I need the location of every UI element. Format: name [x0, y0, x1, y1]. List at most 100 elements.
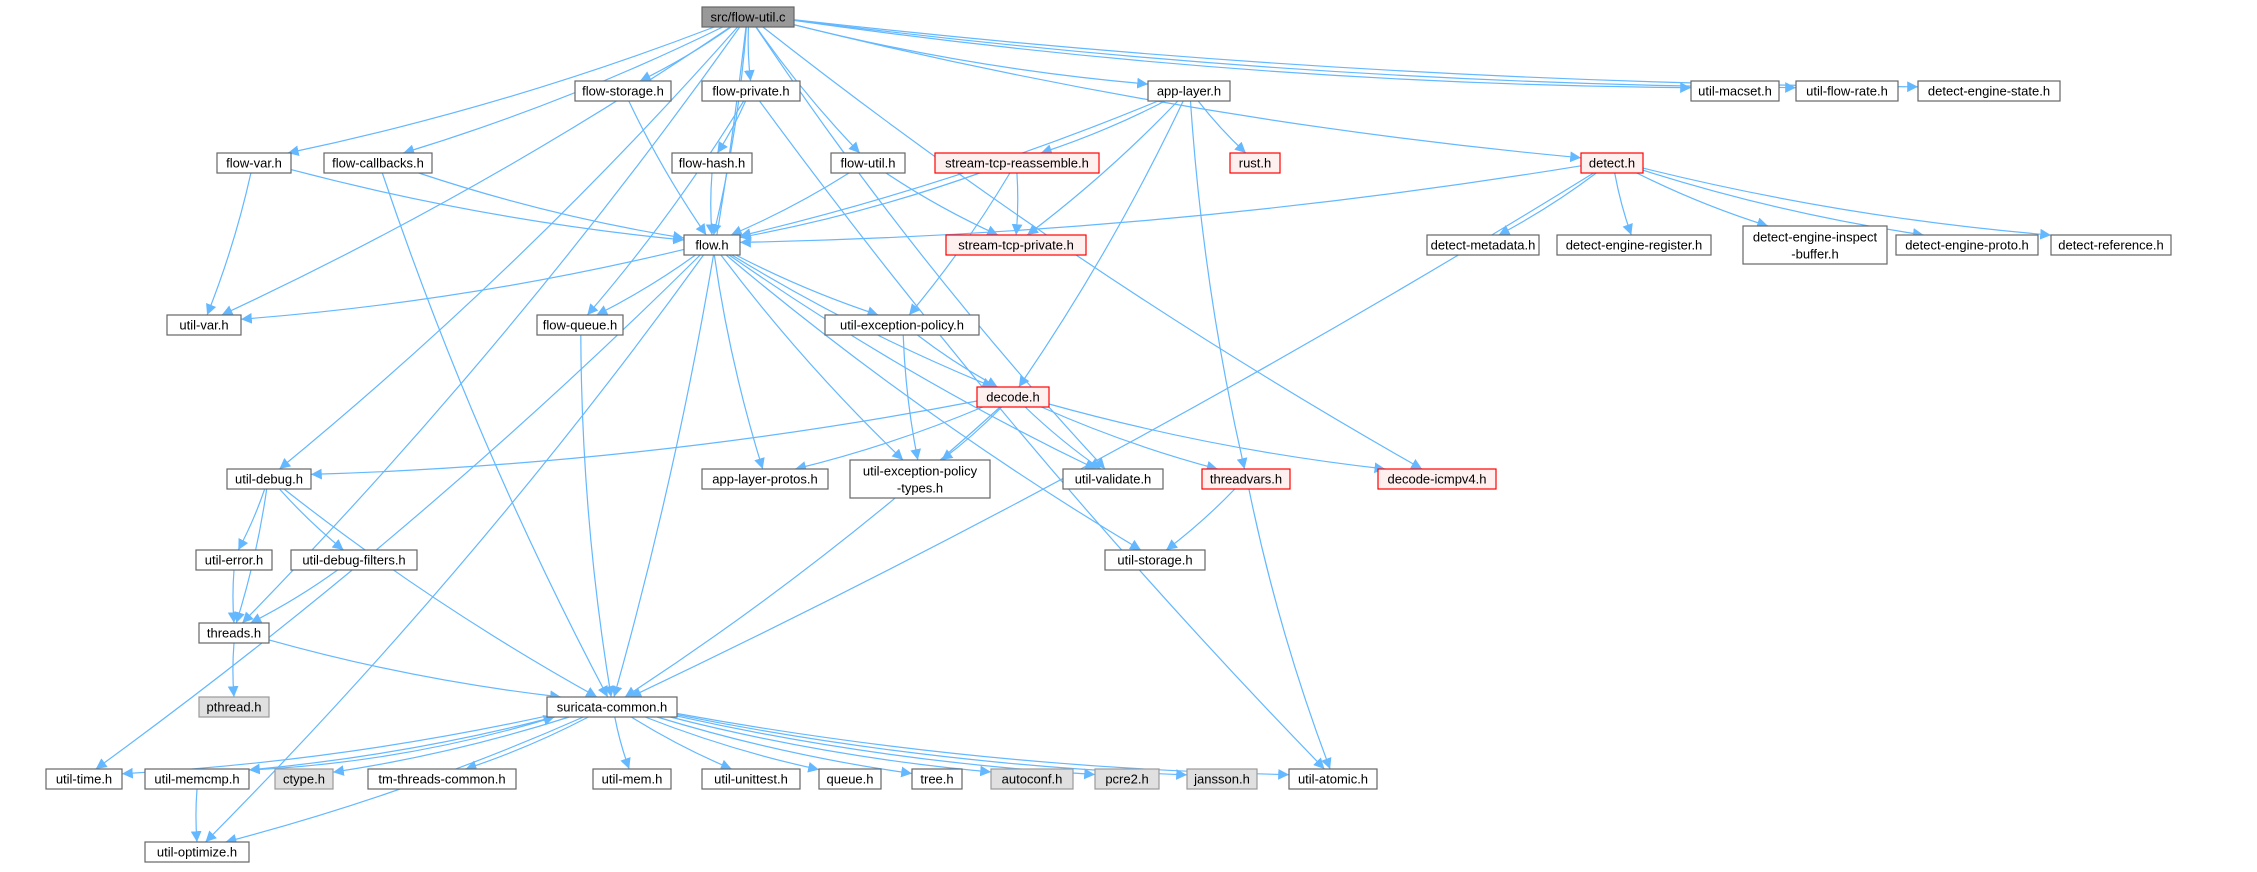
- edge-flow-private-h-to-util-atomic-h: [759, 100, 1325, 770]
- node-decode-h[interactable]: decode.h: [976, 386, 1050, 408]
- node-label: util-exception-policy: [863, 464, 978, 479]
- node-label: util-flow-rate.h: [1806, 84, 1888, 99]
- node-stream-tcp-reassemble-h[interactable]: stream-tcp-reassemble.h: [934, 152, 1100, 174]
- edge-stream-tcp-reassemble-h-to-stream-tcp-private-h: [1011, 172, 1023, 236]
- edge-flow-h-to-util-validate-h: [728, 254, 1097, 470]
- edge-util-memcmp-h-to-util-optimize-h: [190, 788, 202, 843]
- node-label: detect-engine-register.h: [1566, 238, 1703, 253]
- edge-detect-h-to-flow-h: [739, 165, 1582, 248]
- edge-flow-util-c-to-flow-callbacks-h: [403, 26, 723, 156]
- node-util-debug-filters-h[interactable]: util-debug-filters.h: [290, 549, 418, 571]
- node-label: -buffer.h: [1791, 247, 1838, 262]
- node-autoconf-h[interactable]: autoconf.h: [990, 768, 1074, 790]
- node-detect-metadata-h[interactable]: detect-metadata.h: [1426, 234, 1540, 256]
- node-jansson-h[interactable]: jansson.h: [1186, 768, 1258, 790]
- nodes-layer: src/flow-util.c flow-storage.h flow-privat…: [45, 6, 2172, 863]
- node-util-atomic-h[interactable]: util-atomic.h: [1288, 768, 1378, 790]
- node-box: [367, 768, 517, 790]
- node-stream-tcp-private-h[interactable]: stream-tcp-private.h: [945, 234, 1087, 256]
- edge-flow-h-to-util-exception-policy-h: [735, 254, 879, 317]
- node-detect-reference-h[interactable]: detect-reference.h: [2050, 234, 2172, 256]
- node-util-time-h[interactable]: util-time.h: [45, 768, 123, 790]
- node-util-exception-policy-types-h[interactable]: util-exception-policy -types.h: [849, 459, 991, 499]
- edge-flow-util-c-to-detect-h: [793, 24, 1582, 163]
- node-label: util-storage.h: [1117, 553, 1192, 568]
- edge-flow-h-to-util-var-h: [240, 248, 685, 324]
- node-box: [226, 468, 312, 490]
- node-label: jansson.h: [1193, 772, 1250, 787]
- node-label: pthread.h: [207, 700, 262, 715]
- node-detect-engine-inspect-buffer-h[interactable]: detect-engine-inspect-buffer.h: [1742, 225, 1888, 265]
- node-box: [45, 768, 123, 790]
- node-flow-private-h[interactable]: flow-private.h: [701, 80, 801, 102]
- edge-threadvars-h-to-util-atomic-h: [1248, 488, 1332, 770]
- node-label: detect-engine-state.h: [1928, 84, 2050, 99]
- node-util-unittest-h[interactable]: util-unittest.h: [701, 768, 801, 790]
- node-box: [911, 768, 963, 790]
- node-pcre2-h[interactable]: pcre2.h: [1094, 768, 1160, 790]
- node-tree-h[interactable]: tree.h: [911, 768, 963, 790]
- edge-flow-hash-h-to-flow-h: [705, 172, 717, 236]
- node-app-layer-protos-h[interactable]: app-layer-protos.h: [701, 468, 829, 490]
- node-detect-engine-proto-h[interactable]: detect-engine-proto.h: [1895, 234, 2039, 256]
- node-suricata-common-h[interactable]: suricata-common.h: [546, 696, 678, 718]
- node-label: src/flow-util.c: [710, 10, 786, 25]
- node-app-layer-h[interactable]: app-layer.h: [1147, 80, 1231, 102]
- edge-flow-storage-h-to-flow-h: [628, 100, 707, 236]
- edge-util-debug-filters-h-to-threads-h: [250, 569, 338, 624]
- node-label: util-macset.h: [1698, 84, 1772, 99]
- node-queue-h[interactable]: queue.h: [818, 768, 882, 790]
- node-util-error-h[interactable]: util-error.h: [195, 549, 273, 571]
- edge-app-layer-h-to-stream-tcp-private-h: [1026, 100, 1179, 236]
- node-box: [198, 696, 270, 718]
- node-label: -types.h: [897, 481, 943, 496]
- node-box: [1186, 768, 1258, 790]
- node-util-exception-policy-h[interactable]: util-exception-policy.h: [824, 314, 980, 336]
- node-util-mem-h[interactable]: util-mem.h: [592, 768, 672, 790]
- node-box: [592, 768, 672, 790]
- edge-flow-h-to-flow-queue-h: [596, 254, 696, 316]
- node-ctype-h[interactable]: ctype.h: [274, 768, 334, 790]
- node-box: [701, 6, 795, 28]
- node-flow-util-c[interactable]: src/flow-util.c: [701, 6, 795, 28]
- node-flow-hash-h[interactable]: flow-hash.h: [671, 152, 753, 174]
- node-flow-h[interactable]: flow.h: [683, 234, 741, 256]
- edge-suricata-common-h-to-tm-threads-common-h: [465, 716, 589, 771]
- node-flow-var-h[interactable]: flow-var.h: [216, 152, 292, 174]
- edge-flow-util-c-to-util-var-h: [221, 26, 731, 316]
- node-detect-engine-state-h[interactable]: detect-engine-state.h: [1917, 80, 2061, 102]
- node-flow-util-h[interactable]: flow-util.h: [830, 152, 906, 174]
- node-threads-h[interactable]: threads.h: [198, 622, 270, 644]
- node-box: [1094, 768, 1160, 790]
- edge-flow-callbacks-h-to-suricata-common-h: [381, 172, 609, 698]
- node-box: [701, 468, 829, 490]
- edge-app-layer-h-to-threadvars-h: [1189, 100, 1248, 470]
- node-util-debug-h[interactable]: util-debug.h: [226, 468, 312, 490]
- node-decode-icmpv4-h[interactable]: decode-icmpv4.h: [1377, 468, 1497, 490]
- node-flow-callbacks-h[interactable]: flow-callbacks.h: [323, 152, 433, 174]
- node-util-validate-h[interactable]: util-validate.h: [1062, 468, 1164, 490]
- node-tm-threads-common-h[interactable]: tm-threads-common.h: [367, 768, 517, 790]
- node-util-storage-h[interactable]: util-storage.h: [1104, 549, 1206, 571]
- node-label: app-layer-protos.h: [712, 472, 818, 487]
- node-box: [144, 841, 250, 863]
- node-label: util-var.h: [179, 318, 228, 333]
- node-box: [976, 386, 1050, 408]
- node-box: [701, 768, 801, 790]
- node-flow-storage-h[interactable]: flow-storage.h: [574, 80, 672, 102]
- edge-flow-util-c-to-threads-h: [241, 26, 741, 624]
- node-rust-h[interactable]: rust.h: [1229, 152, 1281, 174]
- node-util-optimize-h[interactable]: util-optimize.h: [144, 841, 250, 863]
- node-pthread-h[interactable]: pthread.h: [198, 696, 270, 718]
- node-util-var-h[interactable]: util-var.h: [166, 314, 242, 336]
- node-detect-h[interactable]: detect.h: [1580, 152, 1644, 174]
- node-util-macset-h[interactable]: util-macset.h: [1690, 80, 1780, 102]
- node-threadvars-h[interactable]: threadvars.h: [1201, 468, 1291, 490]
- node-flow-queue-h[interactable]: flow-queue.h: [536, 314, 624, 336]
- node-util-flow-rate-h[interactable]: util-flow-rate.h: [1795, 80, 1899, 102]
- node-util-memcmp-h[interactable]: util-memcmp.h: [144, 768, 250, 790]
- node-label: decode-icmpv4.h: [1388, 472, 1487, 487]
- node-label: util-time.h: [56, 772, 112, 787]
- node-label: decode.h: [986, 390, 1040, 405]
- node-detect-engine-register-h[interactable]: detect-engine-register.h: [1556, 234, 1712, 256]
